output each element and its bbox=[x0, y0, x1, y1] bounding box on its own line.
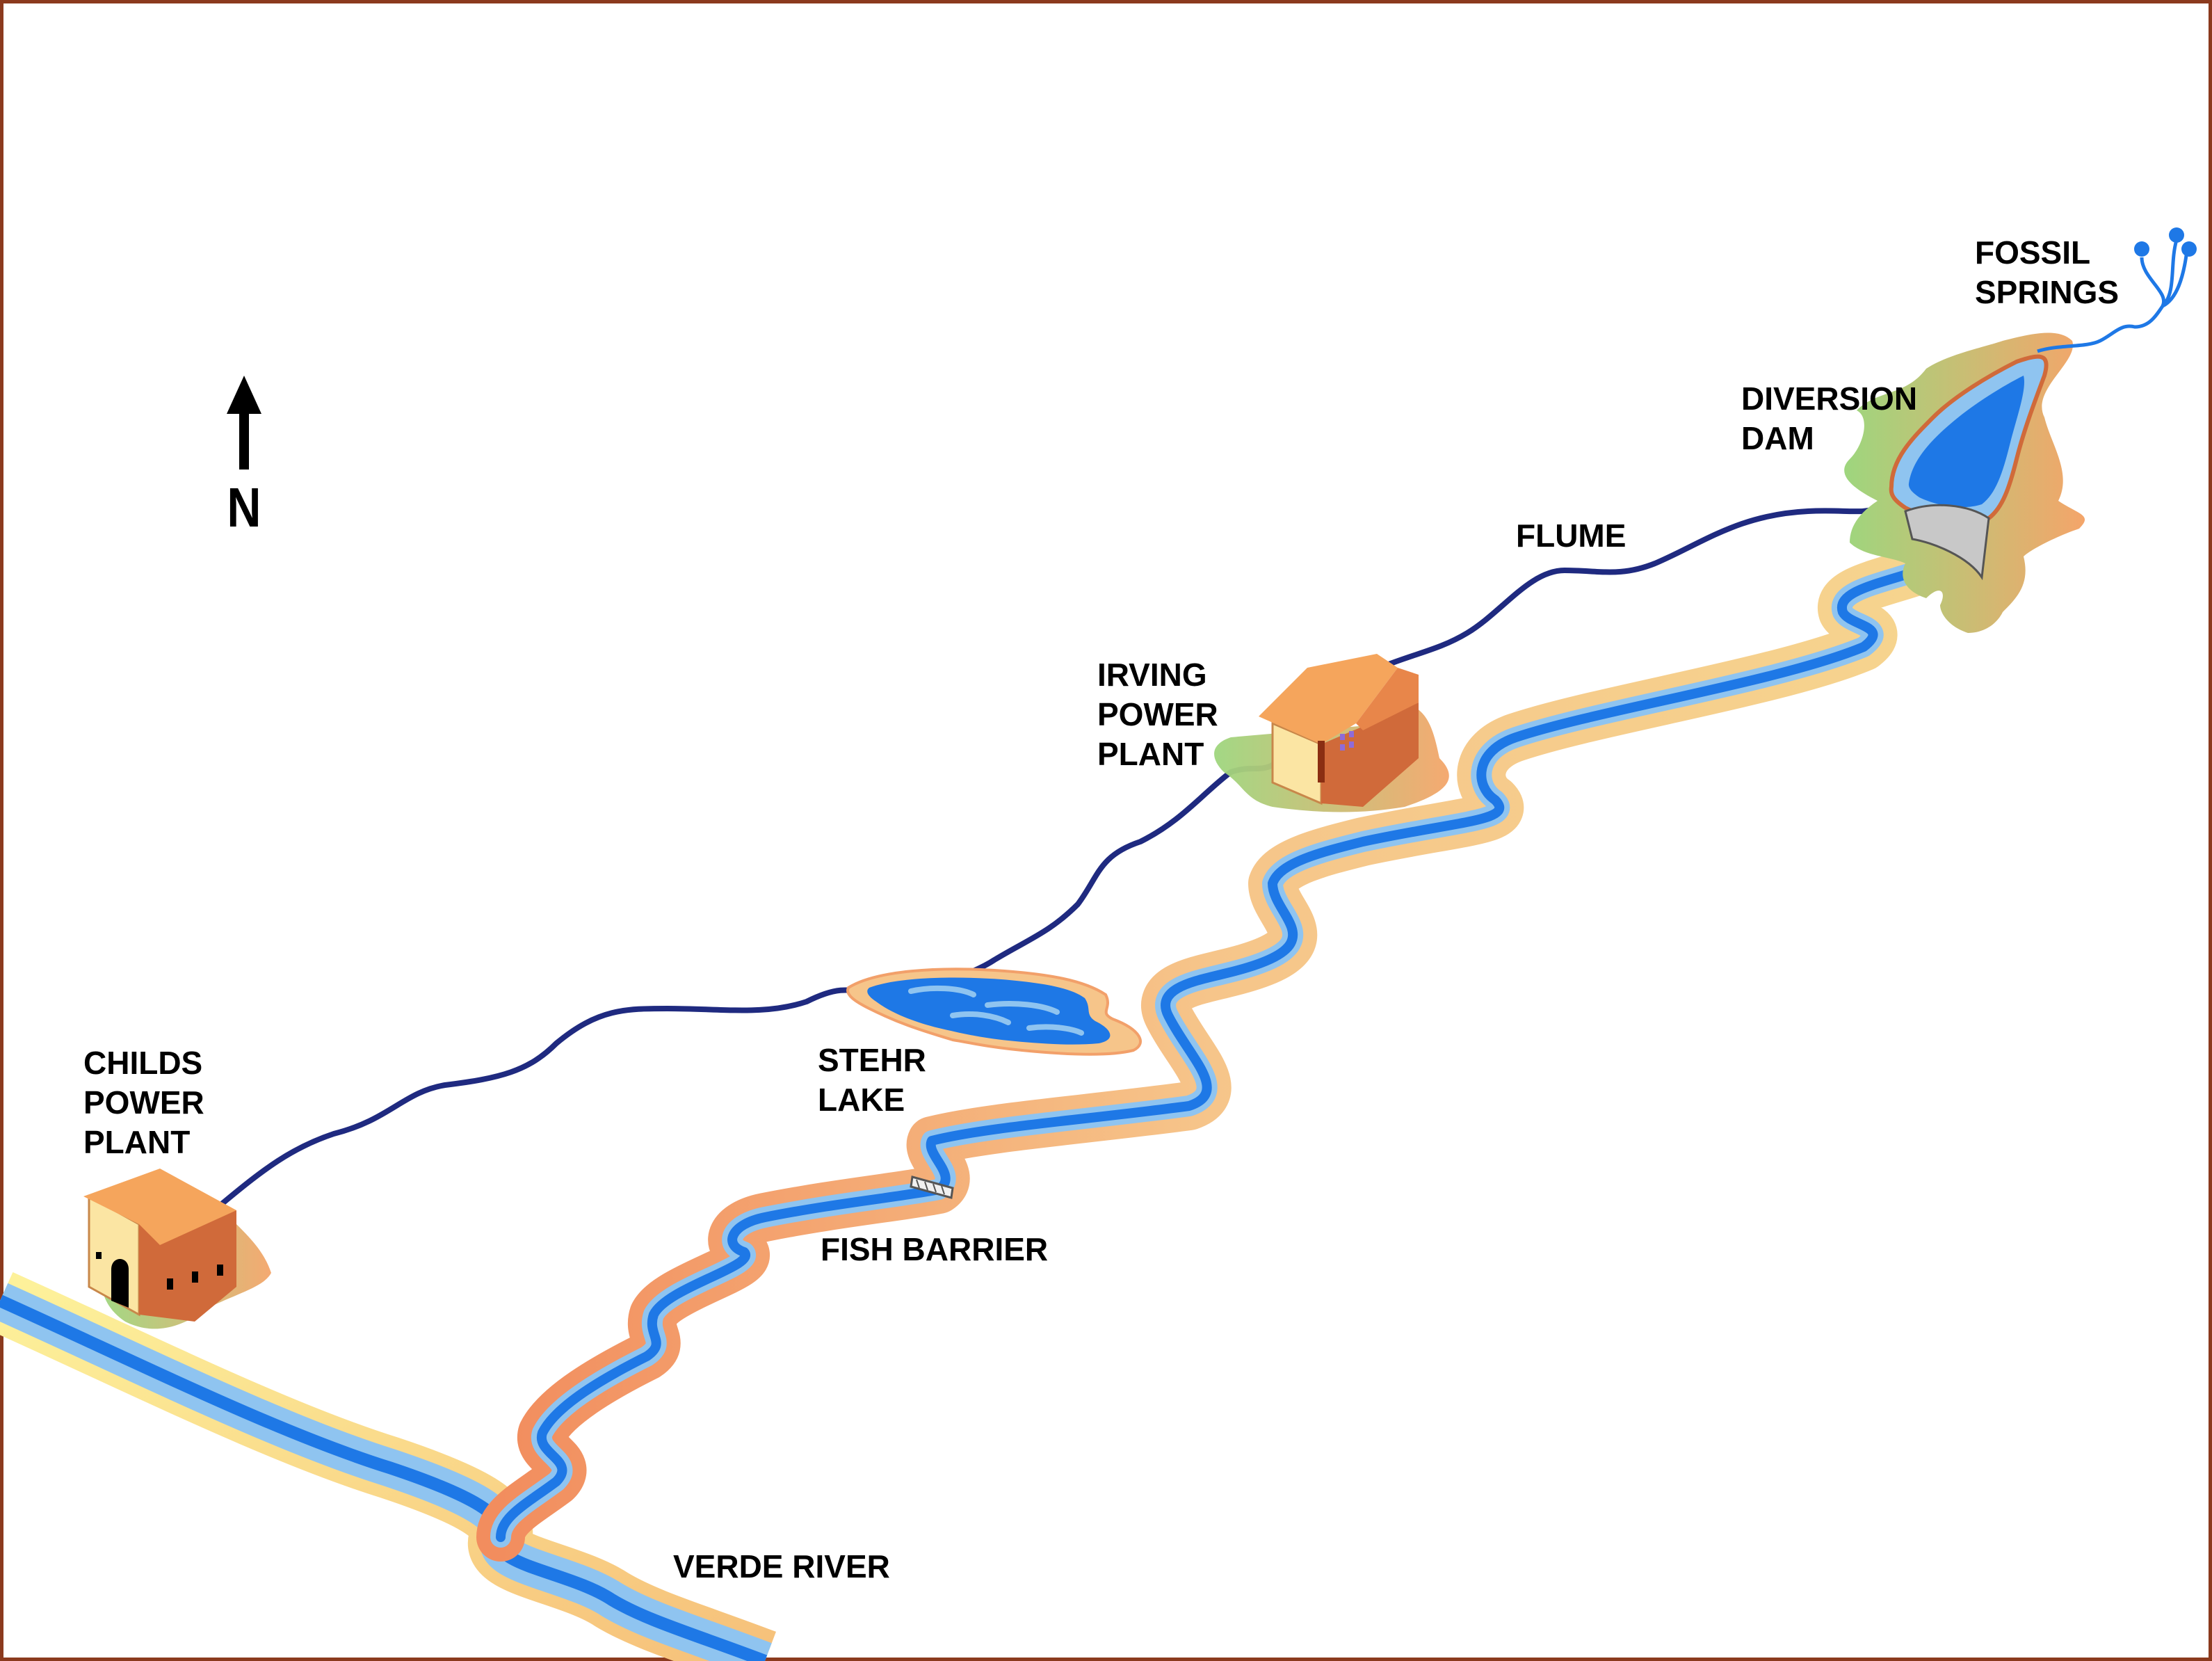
irving-power-plant-icon bbox=[1214, 654, 1449, 812]
label-irving-power-plant: IRVING POWER PLANT bbox=[1097, 657, 1218, 772]
label-verde-river: VERDE RIVER bbox=[673, 1548, 890, 1584]
label-fish-barrier: FISH BARRIER bbox=[821, 1231, 1049, 1267]
fossil-springs-icon bbox=[2037, 227, 2197, 353]
label-childs-power-plant: CHILDS POWER PLANT bbox=[83, 1045, 204, 1160]
label-flume: FLUME bbox=[1516, 517, 1626, 554]
fossil-creek bbox=[476, 546, 1944, 1562]
childs-power-plant-icon bbox=[83, 1169, 271, 1329]
north-letter: N bbox=[227, 476, 261, 538]
fish-barrier-icon bbox=[910, 1175, 954, 1199]
stehr-lake-icon bbox=[846, 968, 1142, 1056]
label-stehr-lake: STEHR LAKE bbox=[818, 1042, 926, 1118]
flume-line bbox=[220, 505, 1880, 1206]
diversion-dam-icon bbox=[1844, 332, 2085, 633]
north-arrow-icon bbox=[227, 376, 261, 470]
label-fossil-springs: FOSSIL SPRINGS bbox=[1975, 234, 2120, 310]
label-diversion-dam: DIVERSION DAM bbox=[1741, 380, 1918, 456]
